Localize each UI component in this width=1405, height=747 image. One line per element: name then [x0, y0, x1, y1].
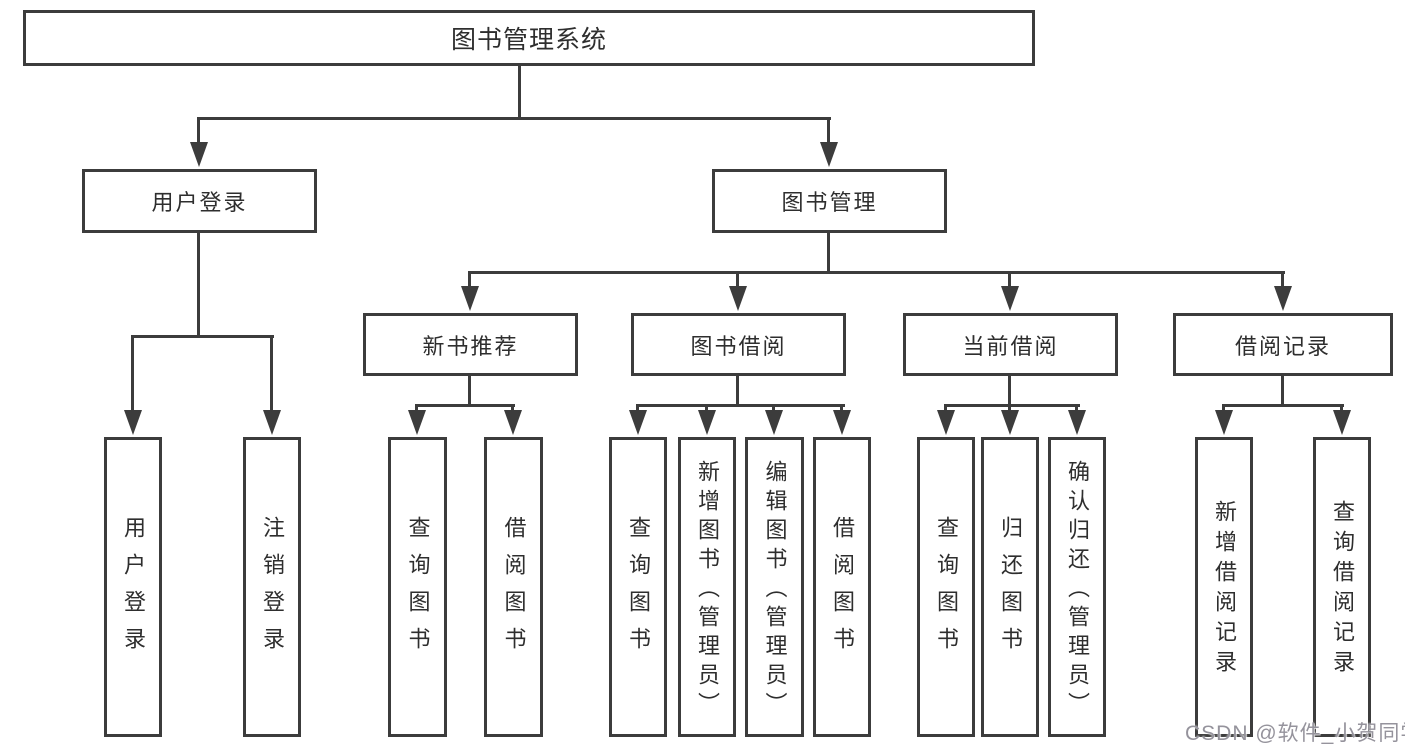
- arrow-down-icon: [1068, 410, 1086, 435]
- arrow-down-icon: [408, 410, 426, 435]
- connector-split: [197, 117, 831, 120]
- arrow-down-icon: [1215, 410, 1233, 435]
- connector-drop: [1222, 404, 1225, 413]
- connector-split: [944, 404, 1080, 407]
- leaf-edit-book-admin: 编辑图书（管理员）: [745, 437, 804, 737]
- arrow-down-icon: [820, 142, 838, 167]
- arrow-down-icon: [461, 286, 479, 311]
- arrow-down-icon: [263, 410, 281, 435]
- connector-drop: [772, 404, 775, 413]
- leaf-return-books: 归还图书: [981, 437, 1039, 737]
- connector-stem: [827, 233, 830, 274]
- leaf-query-books-recommend: 查询图书: [388, 437, 447, 737]
- arrow-down-icon: [698, 410, 716, 435]
- leaf-add-book-admin: 新增图书（管理员）: [678, 437, 736, 737]
- connector-stem: [1008, 376, 1011, 406]
- connector-drop: [468, 271, 471, 289]
- connector-drop: [1340, 404, 1343, 413]
- arrow-down-icon: [504, 410, 522, 435]
- leaf-logout-login: 注销登录: [243, 437, 301, 737]
- csdn-watermark: CSDN @软件_小贺同学: [1185, 722, 1405, 745]
- connector-drop: [944, 404, 947, 413]
- arrow-down-icon: [1001, 410, 1019, 435]
- node-library-system: 图书管理系统: [23, 10, 1035, 66]
- arrow-down-icon: [1333, 410, 1351, 435]
- node-new-book-recommend: 新书推荐: [363, 313, 578, 376]
- leaf-query-borrow-record: 查询借阅记录: [1313, 437, 1371, 737]
- arrow-down-icon: [833, 410, 851, 435]
- node-user-login: 用户登录: [82, 169, 317, 233]
- leaf-confirm-return-admin: 确认归还（管理员）: [1048, 437, 1106, 737]
- connector-drop: [1008, 271, 1011, 289]
- connector-split: [468, 271, 1285, 274]
- leaf-query-books-borrowing: 查询图书: [609, 437, 667, 737]
- connector-drop: [636, 404, 639, 413]
- connector-drop: [1008, 404, 1011, 413]
- connector-stem: [197, 233, 200, 337]
- node-borrowing-records: 借阅记录: [1173, 313, 1393, 376]
- leaf-user-login: 用户登录: [104, 437, 162, 737]
- arrow-down-icon: [629, 410, 647, 435]
- connector-stem: [1281, 376, 1284, 406]
- connector-drop: [840, 404, 843, 413]
- connector-drop: [415, 404, 418, 413]
- arrow-down-icon: [729, 286, 747, 311]
- leaf-query-books-current: 查询图书: [917, 437, 975, 737]
- connector-stem: [736, 376, 739, 406]
- connector-drop: [827, 117, 830, 145]
- connector-split: [1222, 404, 1344, 407]
- connector-drop: [705, 404, 708, 413]
- connector-drop: [736, 271, 739, 289]
- node-book-management: 图书管理: [712, 169, 947, 233]
- arrow-down-icon: [765, 410, 783, 435]
- connector-stem: [468, 376, 471, 406]
- connector-drop: [197, 117, 200, 145]
- connector-drop: [1075, 404, 1078, 413]
- arrow-down-icon: [124, 410, 142, 435]
- connector-split: [636, 404, 845, 407]
- connector-split: [415, 404, 515, 407]
- node-book-borrowing: 图书借阅: [631, 313, 846, 376]
- connector-drop: [1281, 271, 1284, 289]
- leaf-add-borrow-record: 新增借阅记录: [1195, 437, 1253, 737]
- arrow-down-icon: [937, 410, 955, 435]
- connector-split: [131, 335, 274, 338]
- connector-drop: [270, 335, 273, 412]
- arrow-down-icon: [1001, 286, 1019, 311]
- arrow-down-icon: [190, 142, 208, 167]
- connector-drop: [131, 335, 134, 412]
- leaf-borrow-books: 借阅图书: [813, 437, 871, 737]
- connector-drop: [511, 404, 514, 413]
- node-current-borrowing: 当前借阅: [903, 313, 1118, 376]
- arrow-down-icon: [1274, 286, 1292, 311]
- connector-stem: [518, 66, 521, 120]
- leaf-borrow-books-recommend: 借阅图书: [484, 437, 543, 737]
